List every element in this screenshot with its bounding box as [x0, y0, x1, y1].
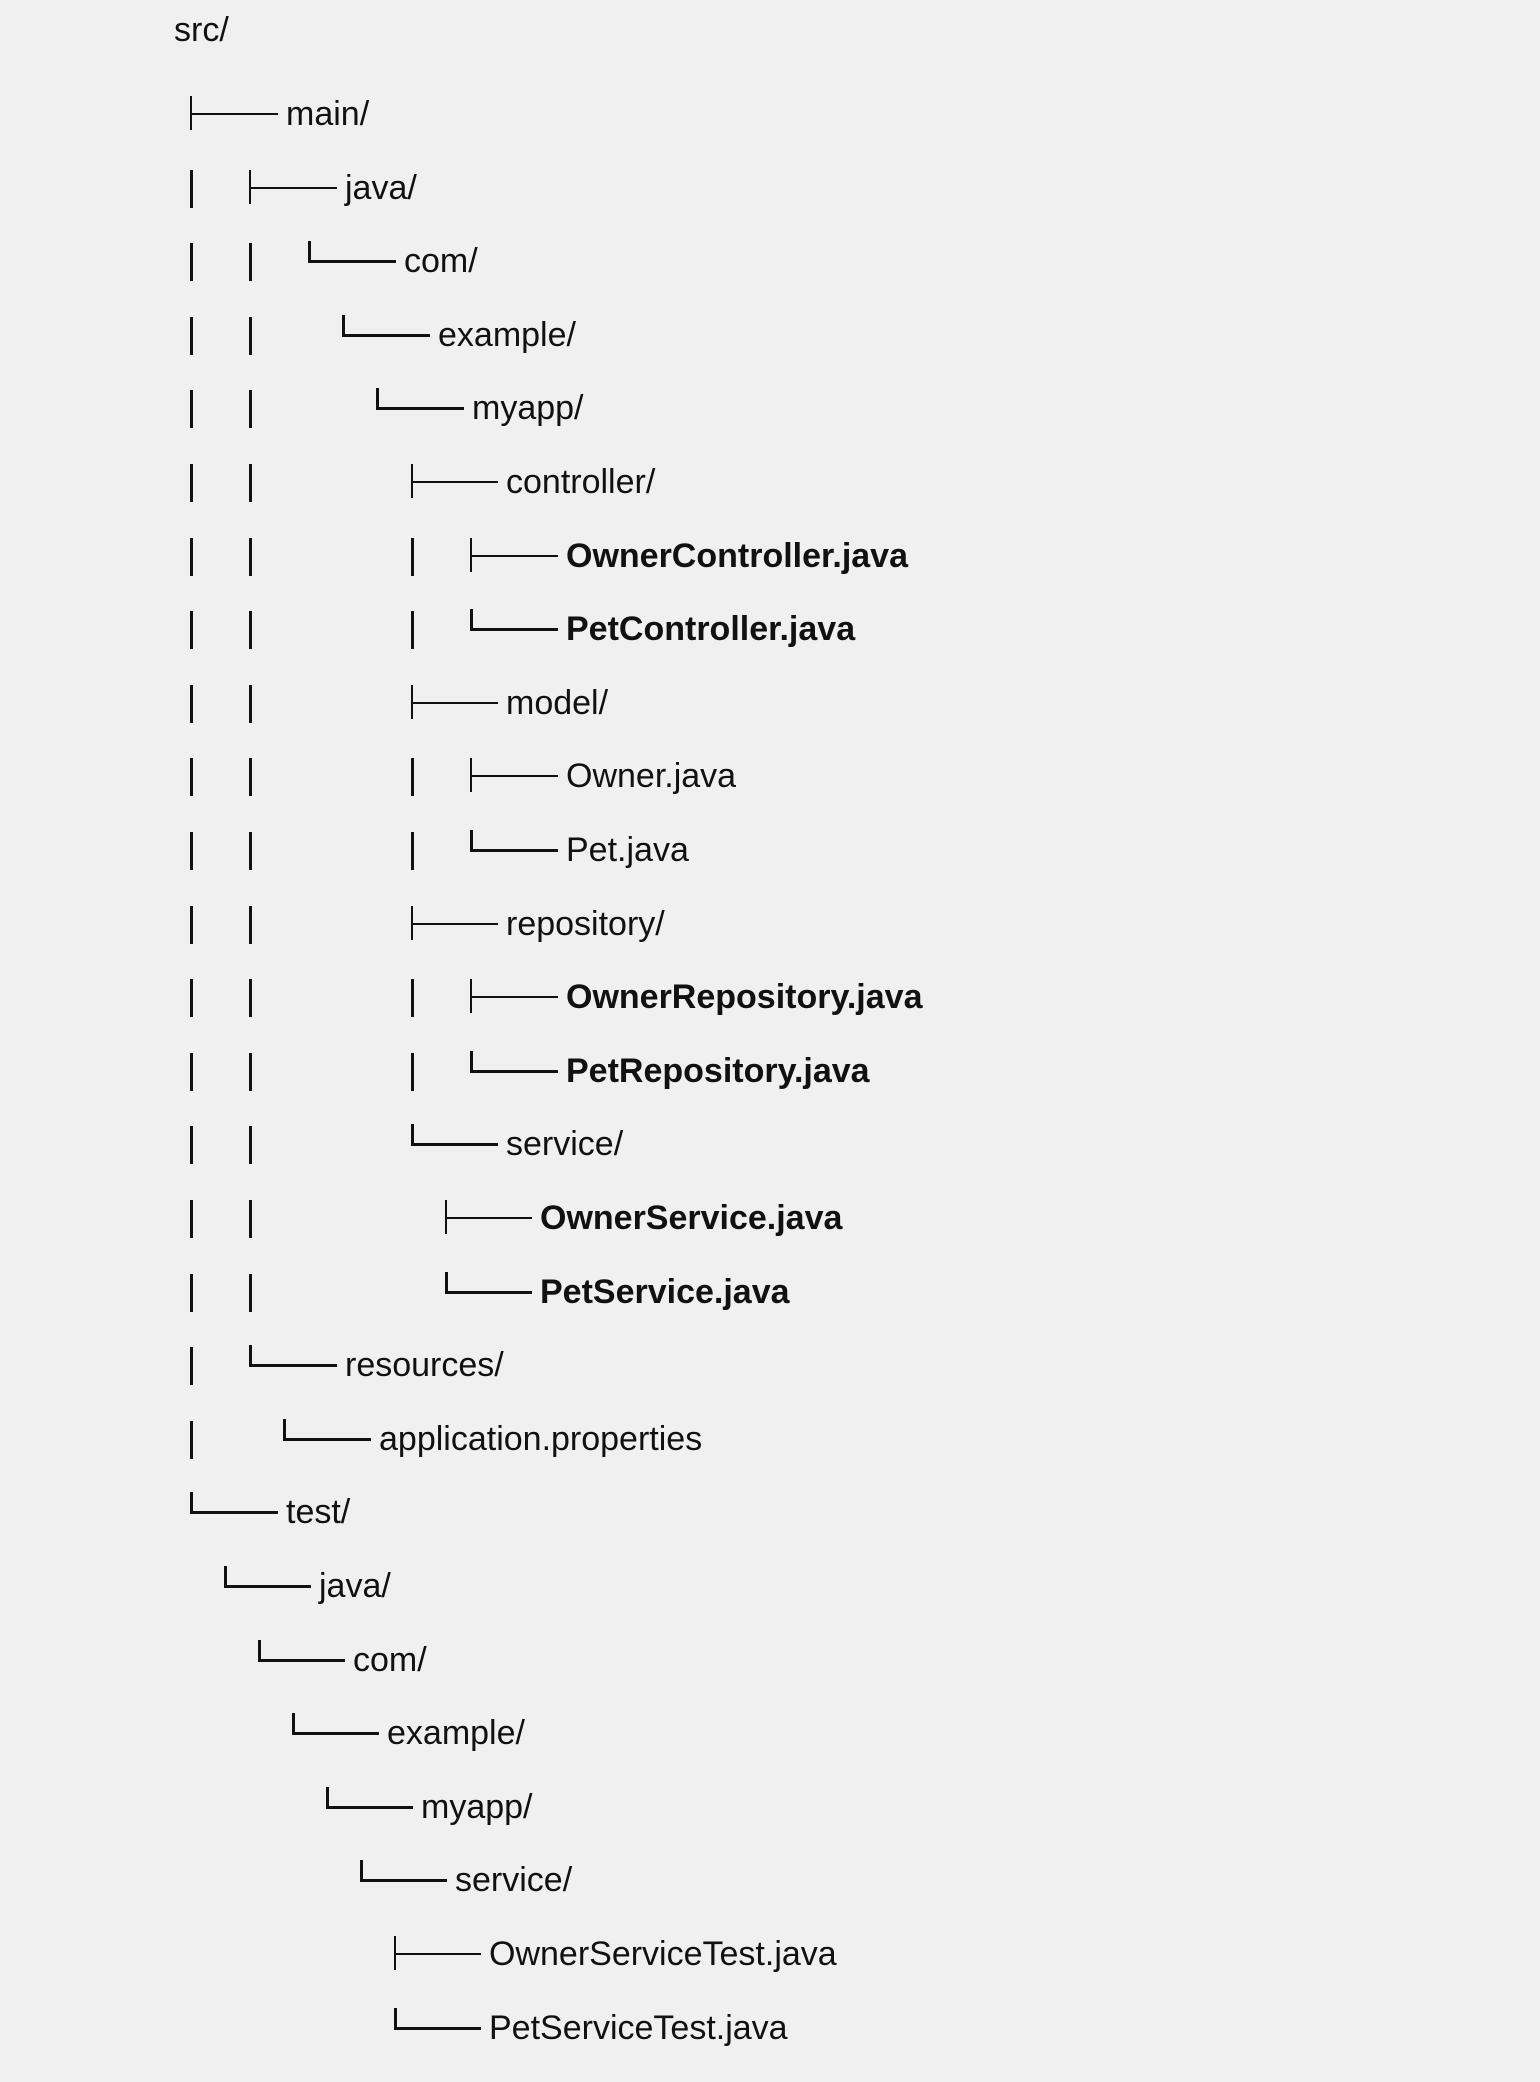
tree-row-myapp: myapp/ — [0, 1777, 1540, 1837]
tree-row-service: service/ — [0, 1850, 1540, 1910]
tree-guide-line — [190, 464, 193, 502]
tree-guide-line — [411, 832, 414, 870]
folder-label-model: model/ — [506, 683, 609, 722]
tree-row-java: java/ — [0, 158, 1540, 218]
tree-guide-line — [249, 1052, 252, 1091]
folder-label-controller: controller/ — [506, 463, 656, 501]
tree-row-ownerrepository-java: OwnerRepository.java — [0, 967, 1540, 1027]
tree-row-repository: repository/ — [0, 894, 1540, 954]
tree-row-myapp: myapp/ — [0, 378, 1540, 438]
folder-label-main: main/ — [286, 95, 370, 133]
tree-guide-line — [249, 390, 252, 429]
tree-row-main: main/ — [0, 84, 1540, 144]
tree-guide-line — [249, 537, 252, 576]
tree-guide-line — [190, 611, 193, 650]
tree-guide-line — [249, 243, 252, 282]
file-label-pet-java: Pet.java — [566, 831, 689, 869]
file-label-ownerservicetest-java: OwnerServiceTest.java — [489, 1935, 837, 1973]
tree-row-ownerservice-java: OwnerService.java — [0, 1188, 1540, 1248]
tree-guide-line — [190, 243, 193, 282]
tree-guide-line — [411, 758, 414, 797]
tree-guide-line — [249, 1273, 252, 1312]
tree-guide-line — [411, 979, 414, 1018]
tree-guide-line — [190, 1347, 193, 1386]
tree-row-ownerservicetest-java: OwnerServiceTest.java — [0, 1924, 1540, 1984]
file-label-petrepository-java: PetRepository.java — [566, 1051, 870, 1090]
tree-row-java: java/ — [0, 1556, 1540, 1616]
tree-row-com: com/ — [0, 1630, 1540, 1690]
tree-row-com: com/ — [0, 231, 1540, 291]
tree-row-ownercontroller-java: OwnerController.java — [0, 526, 1540, 586]
tree-guide-line — [249, 1200, 252, 1238]
tree-guide-line — [249, 316, 252, 355]
tree-guide-line — [249, 832, 252, 870]
tree-row-petservicetest-java: PetServiceTest.java — [0, 1998, 1540, 2058]
tree-guide-line — [190, 1126, 193, 1165]
tree-guide-line — [249, 905, 252, 944]
tree-row-resources: resources/ — [0, 1335, 1540, 1395]
tree-guide-line — [190, 169, 193, 208]
tree-guide-line — [190, 979, 193, 1018]
tree-guide-line — [249, 464, 252, 502]
tree-guide-line — [411, 1052, 414, 1091]
tree-guide-line — [190, 1052, 193, 1091]
folder-label-com: com/ — [404, 242, 478, 281]
tree-guide-line — [190, 537, 193, 576]
folder-label-java: java/ — [345, 168, 417, 207]
tree-guide-line — [190, 758, 193, 797]
tree-guide-line — [190, 684, 193, 723]
tree-guide-line — [249, 684, 252, 723]
tree-guide-line — [249, 1126, 252, 1165]
tree-guide-line — [190, 390, 193, 429]
folder-label-myapp: myapp/ — [472, 389, 584, 428]
tree-row-service: service/ — [0, 1114, 1540, 1174]
tree-row-application-properties: application.properties — [0, 1409, 1540, 1469]
folder-label-example: example/ — [438, 315, 576, 354]
tree-row-example: example/ — [0, 1703, 1540, 1763]
file-label-application-properties: application.properties — [379, 1419, 703, 1458]
folder-label-com: com/ — [353, 1640, 427, 1679]
file-label-ownercontroller-java: OwnerController.java — [566, 536, 908, 575]
tree-row-petrepository-java: PetRepository.java — [0, 1041, 1540, 1101]
folder-label-example: example/ — [387, 1714, 525, 1753]
tree-guide-line — [190, 1200, 193, 1238]
tree-guide-line — [190, 1420, 193, 1459]
tree-row-owner-java: Owner.java — [0, 746, 1540, 806]
tree-row-controller: controller/ — [0, 452, 1540, 512]
tree-row-petservice-java: PetService.java — [0, 1262, 1540, 1322]
tree-row-petcontroller-java: PetController.java — [0, 599, 1540, 659]
folder-label-service: service/ — [455, 1861, 573, 1900]
folder-label-test: test/ — [286, 1493, 351, 1532]
folder-label-java: java/ — [319, 1567, 391, 1605]
tree-row-pet-java: Pet.java — [0, 820, 1540, 880]
tree-guide-line — [249, 611, 252, 650]
tree-guide-line — [411, 611, 414, 650]
file-label-ownerservice-java: OwnerService.java — [540, 1199, 843, 1237]
tree-guide-line — [411, 537, 414, 576]
tree-guide-line — [190, 1273, 193, 1312]
tree-row-example: example/ — [0, 305, 1540, 365]
tree-guide-line — [249, 758, 252, 797]
folder-label-resources: resources/ — [345, 1346, 504, 1385]
file-label-petservicetest-java: PetServiceTest.java — [489, 2008, 788, 2047]
tree-row-model: model/ — [0, 673, 1540, 733]
file-label-ownerrepository-java: OwnerRepository.java — [566, 978, 923, 1017]
tree-guide-line — [249, 979, 252, 1018]
tree-root-label: src/ — [174, 11, 229, 49]
folder-label-service: service/ — [506, 1125, 624, 1164]
file-label-petservice-java: PetService.java — [540, 1272, 790, 1311]
folder-label-repository: repository/ — [506, 904, 665, 943]
file-label-owner-java: Owner.java — [566, 757, 737, 796]
tree-guide-line — [190, 905, 193, 944]
tree-row-test: test/ — [0, 1482, 1540, 1542]
tree-guide-line — [190, 316, 193, 355]
tree-guide-line — [190, 832, 193, 870]
folder-label-myapp: myapp/ — [421, 1787, 533, 1826]
file-label-petcontroller-java: PetController.java — [566, 610, 856, 649]
